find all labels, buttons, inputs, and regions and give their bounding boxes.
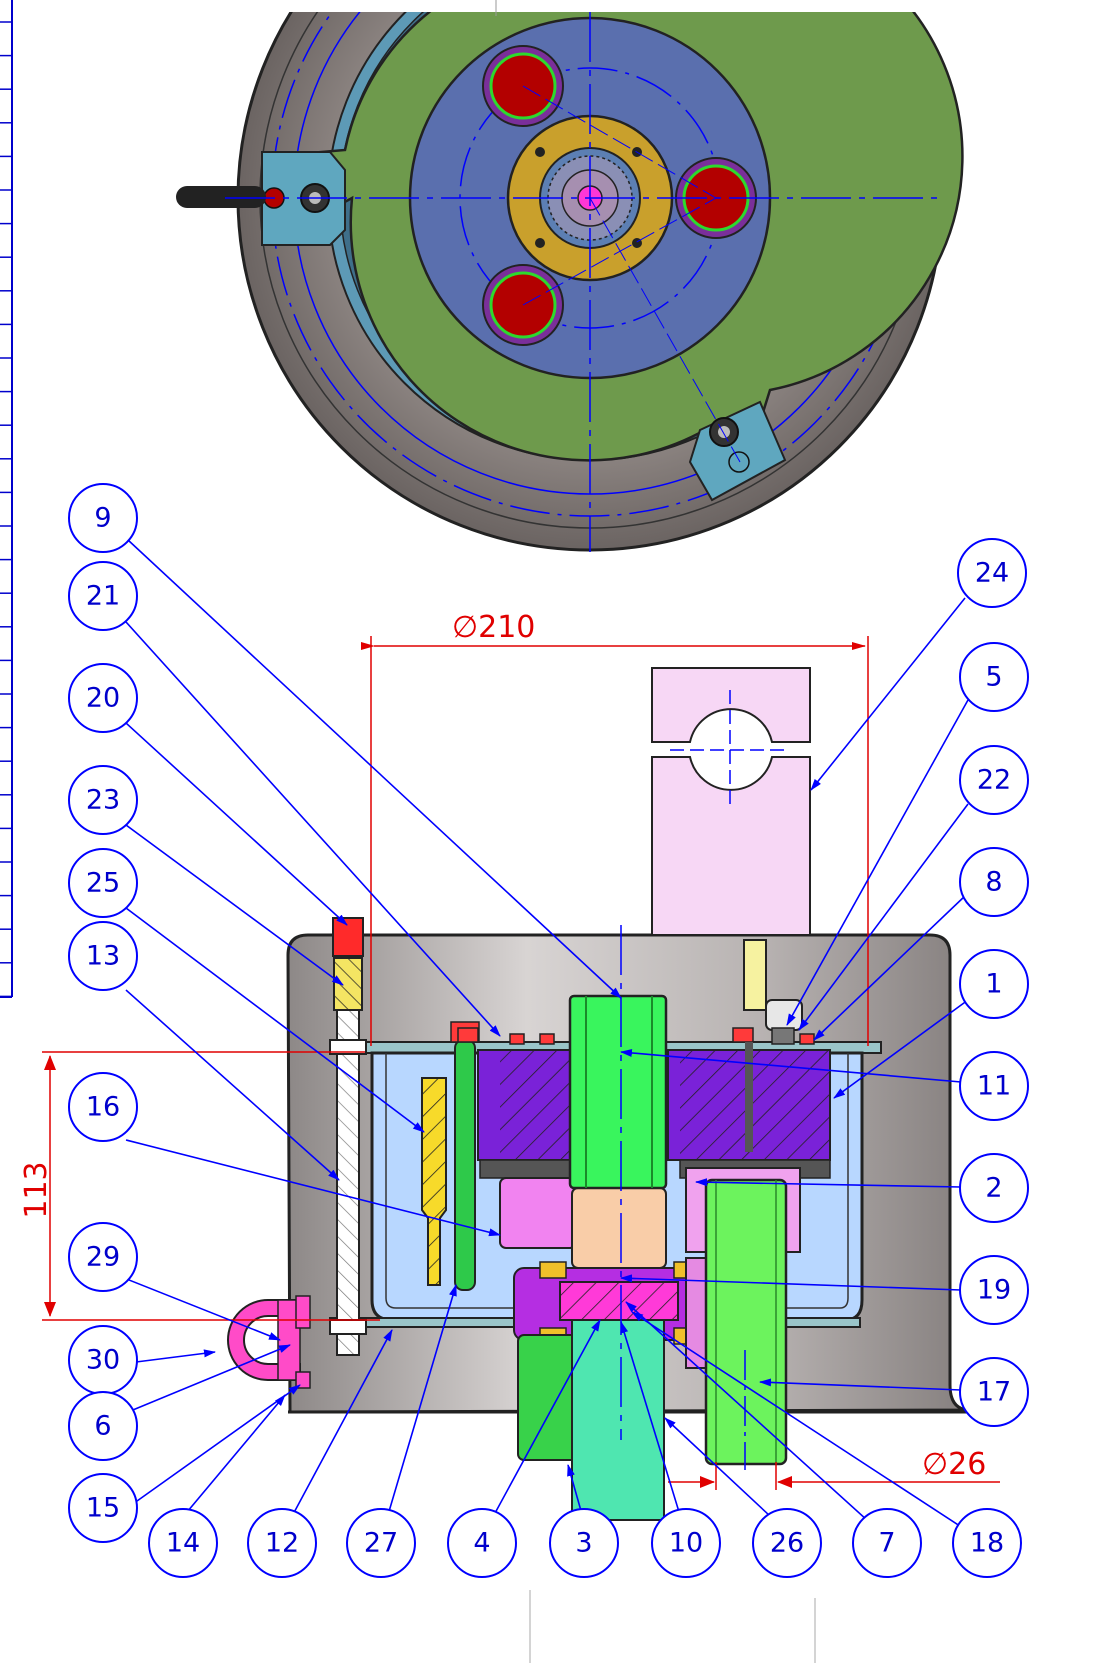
balloon-22: 22 xyxy=(959,745,1029,815)
balloon-10: 10 xyxy=(651,1508,721,1578)
balloon-17: 17 xyxy=(959,1357,1029,1427)
top-view xyxy=(176,0,964,552)
svg-text:23: 23 xyxy=(86,785,120,816)
balloon-9: 9 xyxy=(68,483,138,553)
balloon-18: 18 xyxy=(952,1508,1022,1578)
svg-text:26: 26 xyxy=(770,1528,804,1559)
balloon-5: 5 xyxy=(959,642,1029,712)
lower-shaft xyxy=(517,1334,581,1461)
leader-lines xyxy=(123,539,969,1531)
balloon-27: 27 xyxy=(346,1508,416,1578)
right-shaft xyxy=(704,1178,788,1466)
svg-text:15: 15 xyxy=(86,1493,120,1524)
svg-text:11: 11 xyxy=(977,1071,1011,1102)
svg-text:5: 5 xyxy=(985,662,1002,693)
svg-text:13: 13 xyxy=(86,941,120,972)
dimension-diameter-26: ∅26 xyxy=(922,1447,986,1482)
left-ruler xyxy=(0,0,13,998)
svg-text:4: 4 xyxy=(473,1528,490,1559)
balloon-20: 20 xyxy=(68,663,138,733)
balloon-1: 1 xyxy=(959,949,1029,1019)
svg-text:3: 3 xyxy=(575,1528,592,1559)
svg-text:12: 12 xyxy=(265,1528,299,1559)
pink-clamp xyxy=(651,667,811,743)
balloon-14: 14 xyxy=(148,1508,218,1578)
side-pin xyxy=(176,186,266,208)
dimension-diameter-210: ∅210 xyxy=(452,610,535,645)
svg-text:7: 7 xyxy=(878,1528,895,1559)
svg-text:1: 1 xyxy=(985,969,1002,1000)
svg-text:27: 27 xyxy=(364,1528,398,1559)
balloon-19: 19 xyxy=(959,1255,1029,1325)
section-view xyxy=(227,667,975,1521)
svg-text:19: 19 xyxy=(977,1275,1011,1306)
balloon-8: 8 xyxy=(959,847,1029,917)
balloon-21: 21 xyxy=(68,561,138,631)
balloons: 9 21 20 23 25 13 16 29 30 6 15 14 12 27 … xyxy=(68,483,1029,1578)
balloon-7: 7 xyxy=(852,1508,922,1578)
balloon-26: 26 xyxy=(752,1508,822,1578)
balloon-11: 11 xyxy=(959,1051,1029,1121)
svg-text:17: 17 xyxy=(977,1377,1011,1408)
balloon-24: 24 xyxy=(957,538,1027,608)
green-pin xyxy=(454,1039,476,1291)
svg-text:6: 6 xyxy=(94,1411,111,1442)
balloon-3: 3 xyxy=(549,1508,619,1578)
svg-text:25: 25 xyxy=(86,868,120,899)
svg-text:14: 14 xyxy=(166,1528,200,1559)
balloon-29: 29 xyxy=(68,1222,138,1292)
balloon-6: 6 xyxy=(68,1391,138,1461)
balloon-4: 4 xyxy=(447,1508,517,1578)
svg-text:30: 30 xyxy=(86,1345,120,1376)
balloon-30: 30 xyxy=(68,1325,138,1395)
dimensions: ∅210 113 ∅26 xyxy=(19,610,1000,1490)
svg-text:24: 24 xyxy=(975,558,1009,589)
dimension-height-113: 113 xyxy=(19,1161,54,1218)
svg-text:10: 10 xyxy=(669,1528,703,1559)
balloon-16: 16 xyxy=(68,1072,138,1142)
svg-text:18: 18 xyxy=(970,1528,1004,1559)
svg-text:29: 29 xyxy=(86,1242,120,1273)
balloon-15: 15 xyxy=(68,1473,138,1543)
pink-bushing xyxy=(499,1177,577,1249)
svg-text:8: 8 xyxy=(985,867,1002,898)
balloon-2: 2 xyxy=(959,1153,1029,1223)
svg-text:21: 21 xyxy=(86,581,120,612)
svg-text:20: 20 xyxy=(86,683,120,714)
svg-text:22: 22 xyxy=(977,765,1011,796)
svg-text:16: 16 xyxy=(86,1092,120,1123)
balloon-12: 12 xyxy=(247,1508,317,1578)
balloon-13: 13 xyxy=(68,921,138,991)
balloon-25: 25 xyxy=(68,848,138,918)
svg-text:9: 9 xyxy=(94,503,111,534)
balloon-23: 23 xyxy=(68,765,138,835)
svg-text:2: 2 xyxy=(985,1173,1002,1204)
lower-tube xyxy=(571,1319,665,1521)
